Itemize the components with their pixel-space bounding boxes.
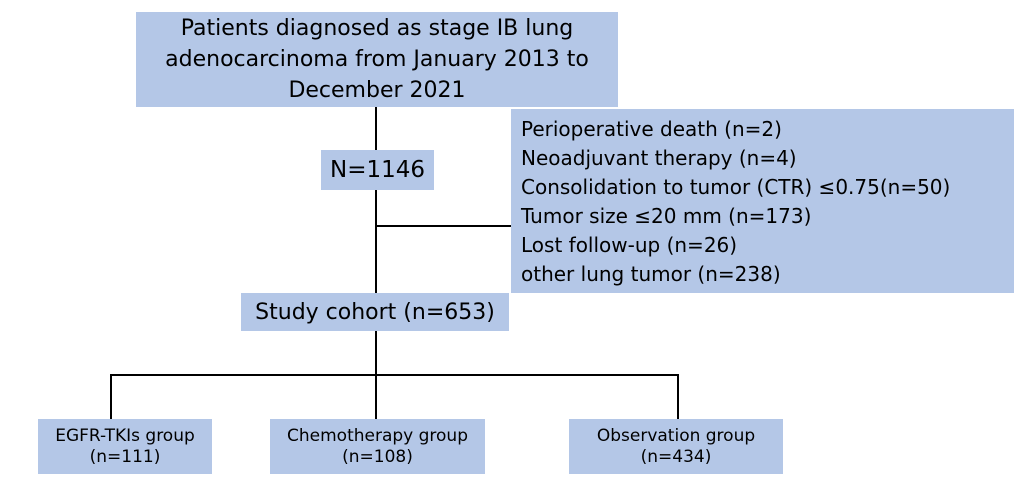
group-count: (n=434) (640, 446, 712, 467)
connector-to-group-1 (110, 374, 112, 419)
study-cohort-box: Study cohort (n=653) (241, 293, 509, 331)
exclusion-item: Tumor size ≤20 mm (n=173) (521, 204, 812, 228)
group-label: Chemotherapy group (287, 425, 468, 446)
diagnosis-line-3: December 2021 (288, 78, 466, 103)
exclusion-item: Consolidation to tumor (CTR) ≤0.75(n=50) (521, 175, 951, 199)
connector-to-group-3 (677, 374, 679, 419)
group-box-observation: Observation group (n=434) (569, 419, 783, 474)
group-count: (n=108) (342, 446, 413, 467)
total-n-label: N=1146 (329, 157, 425, 183)
connector-horizontal-split (110, 374, 679, 376)
study-cohort-label: Study cohort (n=653) (255, 299, 495, 325)
exclusion-item: Neoadjuvant therapy (n=4) (521, 146, 797, 170)
diagnosis-line-1: Patients diagnosed as stage IB lung (180, 16, 574, 41)
group-label: Observation group (596, 425, 756, 446)
connector-n-to-cohort (375, 190, 377, 293)
group-box-egfr-tki: EGFR-TKIs group (n=111) (38, 419, 212, 474)
connector-top-to-n (375, 107, 377, 150)
connector-exclusion-branch (375, 225, 511, 227)
group-label: EGFR-TKIs group (55, 425, 195, 446)
exclusion-item: other lung tumor (n=238) (521, 262, 781, 286)
group-count: (n=111) (89, 446, 161, 467)
diagnosis-box: Patients diagnosed as stage IB lung aden… (136, 12, 618, 107)
exclusion-item: Perioperative death (n=2) (521, 117, 782, 141)
group-box-chemotherapy: Chemotherapy group (n=108) (270, 419, 485, 474)
exclusion-box: Perioperative death (n=2) Neoadjuvant th… (511, 109, 1014, 293)
exclusion-item: Lost follow-up (n=26) (521, 233, 738, 257)
diagnosis-line-2: adenocarcinoma from January 2013 to (165, 47, 589, 72)
total-n-box: N=1146 (321, 150, 434, 190)
